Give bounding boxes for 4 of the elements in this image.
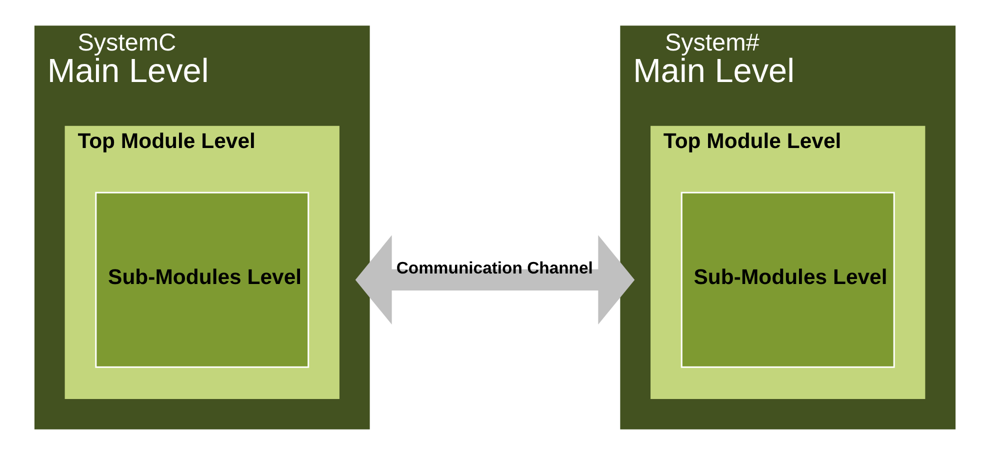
node-box: Sub-Modules Level bbox=[95, 192, 310, 368]
node-box: Sub-Modules Level bbox=[680, 192, 895, 368]
edge-label: Communication Channel bbox=[396, 258, 593, 278]
arrow bbox=[355, 235, 635, 325]
